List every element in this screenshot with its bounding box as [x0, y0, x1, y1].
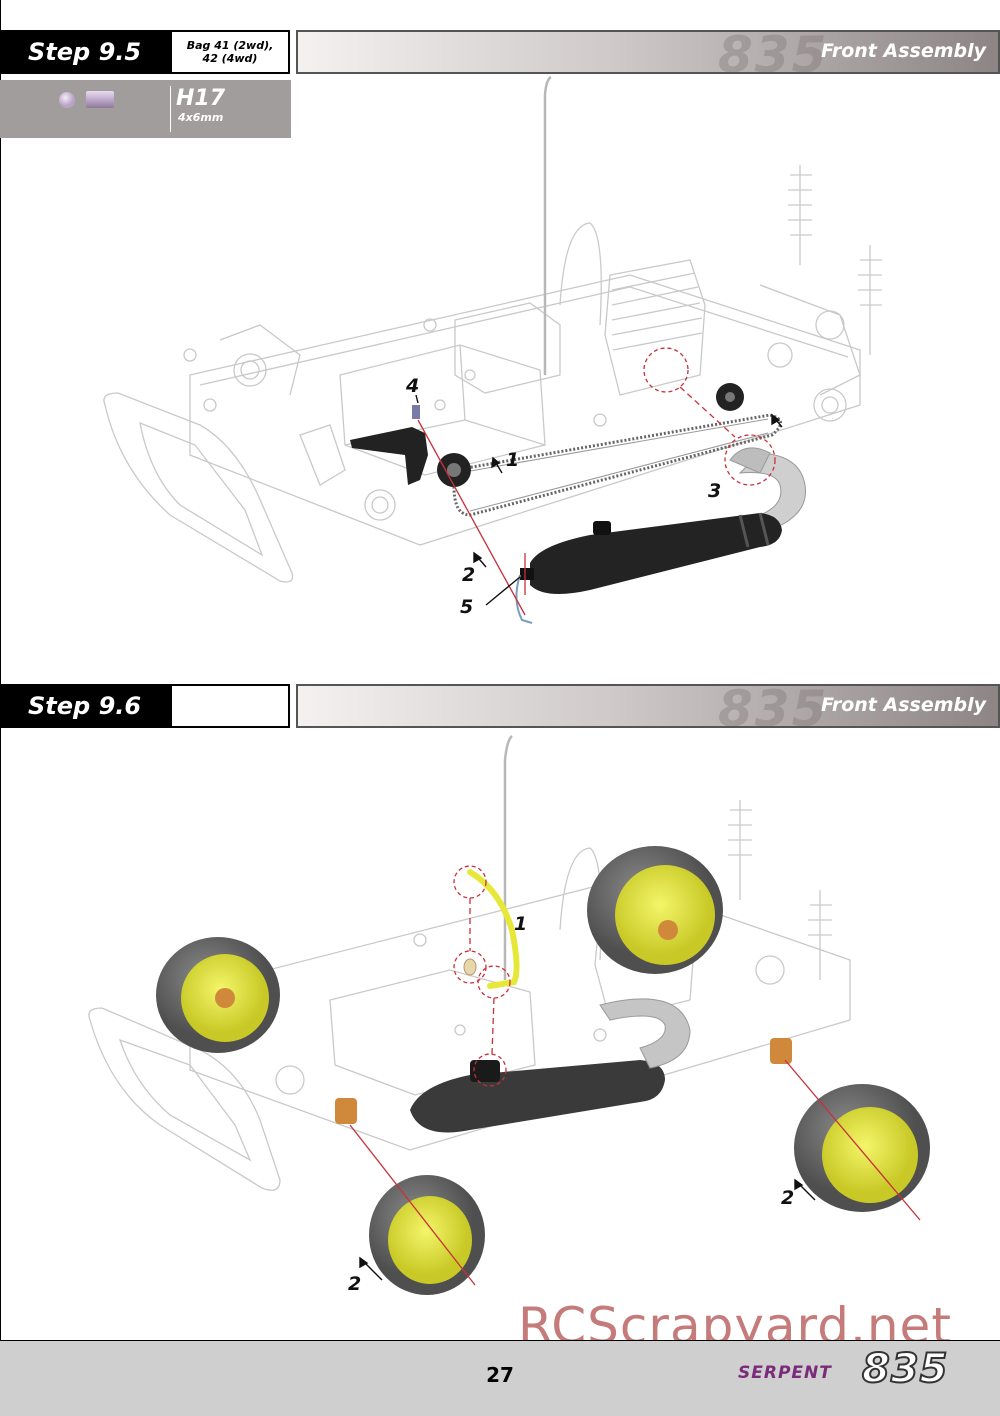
- bag-info-box: Bag 41 (2wd), 42 (4wd): [170, 30, 290, 74]
- callout-2b: 2: [781, 1187, 794, 1209]
- callout-guides: [417, 347, 776, 616]
- model-watermark: 835: [718, 684, 829, 728]
- bag-info-line-1: Bag 41 (2wd),: [186, 39, 274, 52]
- part-size: 4x6mm: [178, 111, 224, 124]
- brake-mount: [350, 405, 428, 485]
- shim-and-tube-icon: [59, 91, 114, 108]
- chassis-line-drawing: [103, 165, 882, 583]
- page-footer: 27 SERPENT 835: [0, 1340, 1000, 1416]
- right-pulley: [716, 383, 744, 411]
- step-9-5-illustration: 1 2 3 4 5: [103, 75, 882, 624]
- model-logo: 835: [861, 1345, 949, 1393]
- model-watermark: 835: [718, 30, 829, 74]
- fuel-line: [467, 869, 520, 989]
- front-left-wheel: [156, 937, 280, 1053]
- callout-arrows: [359, 1178, 816, 1281]
- step-9-6-header: Step 9.6 835 Front Assembly: [0, 684, 1000, 728]
- bag-info-line-2: 42 (4wd): [202, 52, 258, 65]
- callout-4: 4: [405, 375, 419, 397]
- section-title-band: 835 Front Assembly: [296, 30, 1000, 74]
- step-9-5-header: Step 9.5 Bag 41 (2wd), 42 (4wd) 835 Fron…: [0, 30, 1000, 74]
- callout-1: 1: [514, 913, 527, 935]
- section-title-band: 835 Front Assembly: [296, 684, 1000, 728]
- left-pulley: [437, 453, 471, 487]
- part-code: H17: [176, 86, 226, 111]
- parts-divider: [170, 86, 171, 132]
- exhaust-wire: [515, 574, 533, 624]
- section-title: Front Assembly: [820, 40, 986, 62]
- step-label: Step 9.5: [0, 30, 170, 74]
- antenna: [503, 735, 513, 980]
- page-number: 27: [486, 1363, 514, 1387]
- front-right-wheel: [587, 846, 723, 974]
- axle-guides: [349, 1059, 921, 1286]
- step-9-6-illustration: 1 2 2: [88, 735, 930, 1295]
- rear-left-wheel: [369, 1175, 485, 1295]
- antenna: [543, 75, 552, 375]
- exhaust-pipe: [520, 512, 782, 594]
- callout-3: 3: [708, 480, 721, 502]
- exhaust-pipe: [410, 998, 691, 1133]
- brand-logo: SERPENT: [738, 1363, 832, 1383]
- callout-guides: [453, 865, 511, 1087]
- parts-box: H17 4x6mm: [0, 80, 291, 138]
- callout-1: 1: [506, 449, 519, 471]
- rear-right-wheel: [794, 1084, 930, 1212]
- drive-belt: [452, 413, 782, 517]
- callout-2: 2: [462, 564, 475, 586]
- fuel-nipple: [463, 958, 477, 976]
- left-frame-line: [0, 0, 1, 1340]
- callout-arrows: [415, 394, 783, 606]
- bag-info-box-empty: [170, 684, 290, 728]
- callout-5: 5: [460, 596, 473, 618]
- callout-2a: 2: [348, 1273, 361, 1295]
- axle-hubs: [335, 1038, 792, 1124]
- step-label: Step 9.6: [0, 684, 170, 728]
- section-title: Front Assembly: [820, 694, 986, 716]
